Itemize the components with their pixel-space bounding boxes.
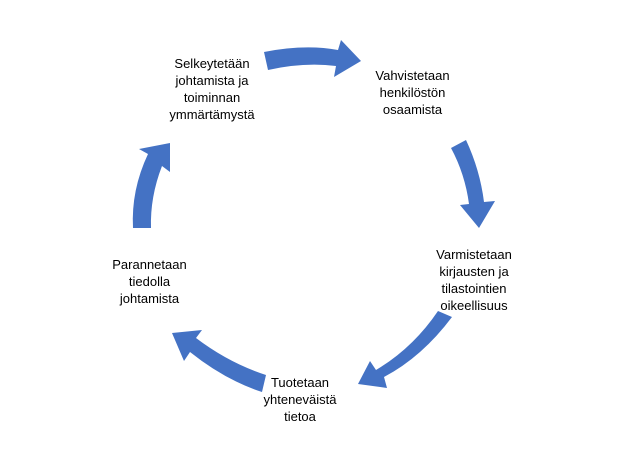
arrow-step2-to-step3 bbox=[451, 140, 495, 228]
step-label-clarify-leadership: Selkeytetään johtamista ja toiminnan ymm… bbox=[169, 56, 255, 122]
arrow-step1-to-step2 bbox=[264, 40, 361, 77]
step-label-strengthen-competence: Vahvistetaan henkilöstön osaamista bbox=[375, 68, 450, 117]
step-label-produce-information: Tuotetaan yhteneväistä tietoa bbox=[263, 375, 337, 424]
step-label-verify-records: Varmistetaan kirjausten ja tilastointien… bbox=[436, 247, 512, 313]
arrow-step5-to-step1 bbox=[132, 143, 170, 228]
arrow-step3-to-step4 bbox=[358, 311, 452, 388]
step-label-improve-management: Parannetaan tiedolla johtamista bbox=[112, 257, 187, 306]
arrow-step4-to-step5 bbox=[172, 330, 266, 392]
